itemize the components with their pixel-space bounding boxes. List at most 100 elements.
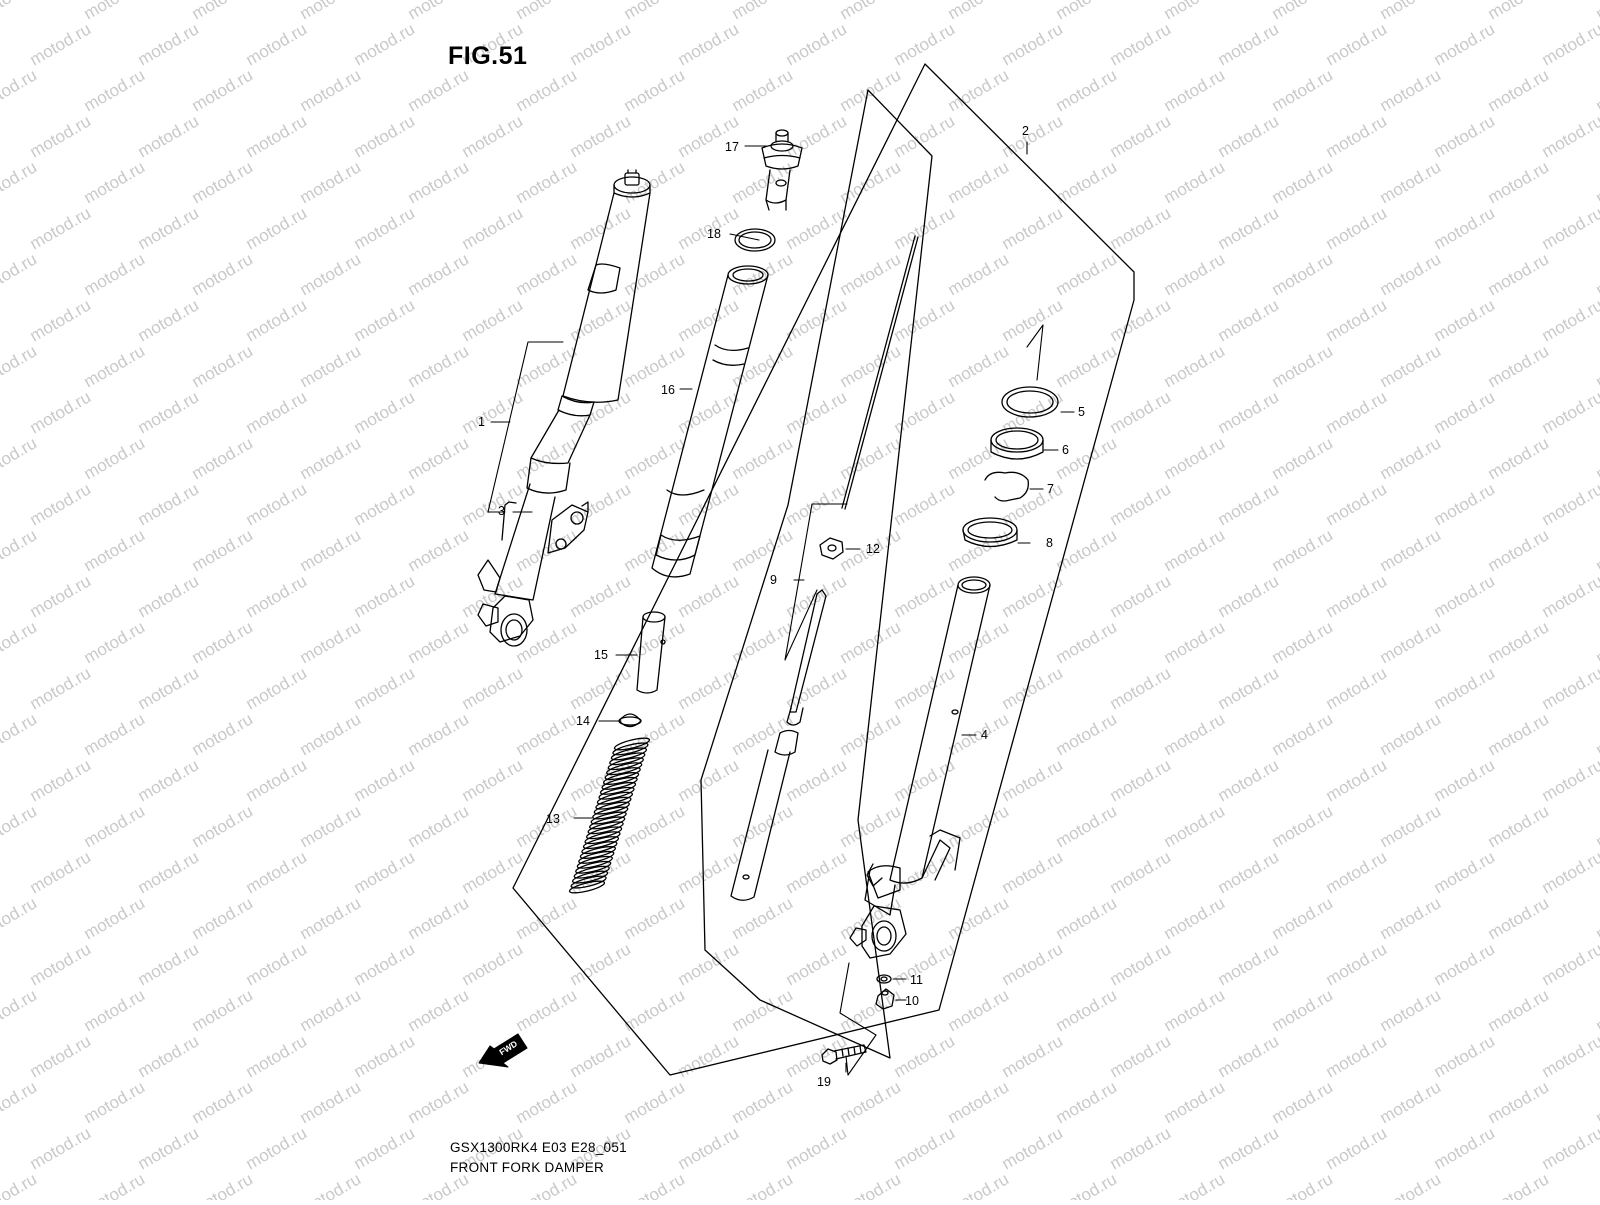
watermark-text: motod.ru: [1107, 387, 1175, 437]
watermark-text: motod.ru: [999, 571, 1067, 621]
watermark-text: motod.ru: [351, 755, 419, 805]
watermark-text: motod.ru: [1053, 249, 1121, 299]
watermark-text: motod.ru: [1053, 525, 1121, 575]
watermark-text: motod.ru: [1323, 1123, 1391, 1173]
watermark-text: motod.ru: [1161, 525, 1229, 575]
callout-19: 19: [817, 1075, 831, 1089]
watermark-text: motod.ru: [1323, 295, 1391, 345]
watermark-text: motod.ru: [1377, 249, 1445, 299]
watermark-text: motod.ru: [1107, 479, 1175, 529]
watermark-text: motod.ru: [891, 571, 959, 621]
watermark-text: motod.ru: [27, 939, 95, 989]
watermark-text: motod.ru: [351, 1031, 419, 1081]
retaining-clip: [985, 472, 1028, 501]
watermark-text: motod.ru: [1485, 1169, 1553, 1200]
watermark-text: motod.ru: [1215, 387, 1283, 437]
watermark-text: motod.ru: [0, 525, 40, 575]
watermark-text: motod.ru: [27, 755, 95, 805]
watermark-text: motod.ru: [351, 19, 419, 69]
watermark-text: motod.ru: [135, 847, 203, 897]
watermark-text: motod.ru: [189, 1077, 257, 1127]
watermark-text: motod.ru: [1485, 433, 1553, 483]
watermark-text: motod.ru: [1431, 19, 1499, 69]
watermark-text: motod.ru: [945, 985, 1013, 1035]
watermark-text: motod.ru: [1215, 1031, 1283, 1081]
watermark-text: motod.ru: [1269, 249, 1337, 299]
watermark-text: motod.ru: [135, 939, 203, 989]
watermark-text: motod.ru: [1377, 157, 1445, 207]
callout-3: 3: [498, 504, 505, 518]
model-code: GSX1300RK4 E03 E28_051: [450, 1140, 627, 1155]
watermark-text: motod.ru: [891, 1031, 959, 1081]
watermark-text: motod.ru: [1269, 525, 1337, 575]
watermark-text: motod.ru: [675, 1031, 743, 1081]
watermark-text: motod.ru: [675, 663, 743, 713]
watermark-text: motod.ru: [1431, 387, 1499, 437]
watermark-text: motod.ru: [1323, 479, 1391, 529]
watermark-text: motod.ru: [1539, 571, 1600, 621]
watermark-text: motod.ru: [135, 111, 203, 161]
watermark-text: motod.ru: [1593, 617, 1600, 667]
watermark-text: motod.ru: [405, 0, 473, 23]
watermark-text: motod.ru: [1269, 433, 1337, 483]
watermark-text: motod.ru: [837, 985, 905, 1035]
watermark-text: motod.ru: [783, 755, 851, 805]
watermark-text: motod.ru: [1323, 203, 1391, 253]
watermark-text: motod.ru: [1107, 295, 1175, 345]
watermark-text: motod.ru: [1215, 571, 1283, 621]
watermark-text: motod.ru: [1269, 617, 1337, 667]
watermark-text: motod.ru: [1593, 985, 1600, 1035]
watermark-text: motod.ru: [783, 387, 851, 437]
watermark-text: motod.ru: [1107, 571, 1175, 621]
watermark-text: motod.ru: [1323, 755, 1391, 805]
watermark-text: motod.ru: [459, 295, 527, 345]
watermark-text: motod.ru: [1539, 111, 1600, 161]
watermark-text: motod.ru: [81, 985, 149, 1035]
watermark-text: motod.ru: [945, 157, 1013, 207]
watermark-text: motod.ru: [567, 111, 635, 161]
callout-15: 15: [594, 648, 608, 662]
watermark-text: motod.ru: [189, 433, 257, 483]
watermark-text: motod.ru: [189, 249, 257, 299]
watermark-text: motod.ru: [81, 893, 149, 943]
watermark-text: motod.ru: [1161, 0, 1229, 23]
watermark-text: motod.ru: [297, 985, 365, 1035]
watermark-text: motod.ru: [27, 203, 95, 253]
watermark-text: motod.ru: [891, 755, 959, 805]
watermark-text: motod.ru: [1107, 755, 1175, 805]
watermark-text: motod.ru: [1539, 939, 1600, 989]
watermark-text: motod.ru: [1053, 617, 1121, 667]
watermark-text: motod.ru: [1593, 525, 1600, 575]
watermark-text: motod.ru: [1215, 939, 1283, 989]
watermark-text: motod.ru: [1323, 939, 1391, 989]
watermark-text: motod.ru: [1161, 1077, 1229, 1127]
watermark-text: motod.ru: [135, 663, 203, 713]
watermark-text: motod.ru: [189, 709, 257, 759]
watermark-text: motod.ru: [837, 709, 905, 759]
watermark-text: motod.ru: [1323, 571, 1391, 621]
watermark-text: motod.ru: [621, 893, 689, 943]
watermark-text: motod.ru: [891, 479, 959, 529]
watermark-text: motod.ru: [945, 249, 1013, 299]
watermark-text: motod.ru: [405, 985, 473, 1035]
watermark-text: motod.ru: [675, 755, 743, 805]
watermark-text: motod.ru: [81, 341, 149, 391]
watermark-text: motod.ru: [999, 1123, 1067, 1173]
watermark-text: motod.ru: [81, 65, 149, 115]
watermark-text: motod.ru: [0, 341, 40, 391]
callout-9: 9: [770, 573, 777, 587]
watermark-text: motod.ru: [405, 157, 473, 207]
watermark-text: motod.ru: [0, 249, 40, 299]
watermark-text: motod.ru: [0, 801, 40, 851]
watermark-text: motod.ru: [243, 203, 311, 253]
watermark-text: motod.ru: [837, 617, 905, 667]
watermark-text: motod.ru: [729, 709, 797, 759]
watermark-text: motod.ru: [783, 19, 851, 69]
watermark-text: motod.ru: [297, 433, 365, 483]
watermark-text: motod.ru: [189, 0, 257, 23]
watermark-text: motod.ru: [459, 847, 527, 897]
watermark-text: motod.ru: [297, 709, 365, 759]
watermark-text: motod.ru: [1593, 709, 1600, 759]
watermark-text: motod.ru: [621, 0, 689, 23]
watermark-text: motod.ru: [729, 893, 797, 943]
